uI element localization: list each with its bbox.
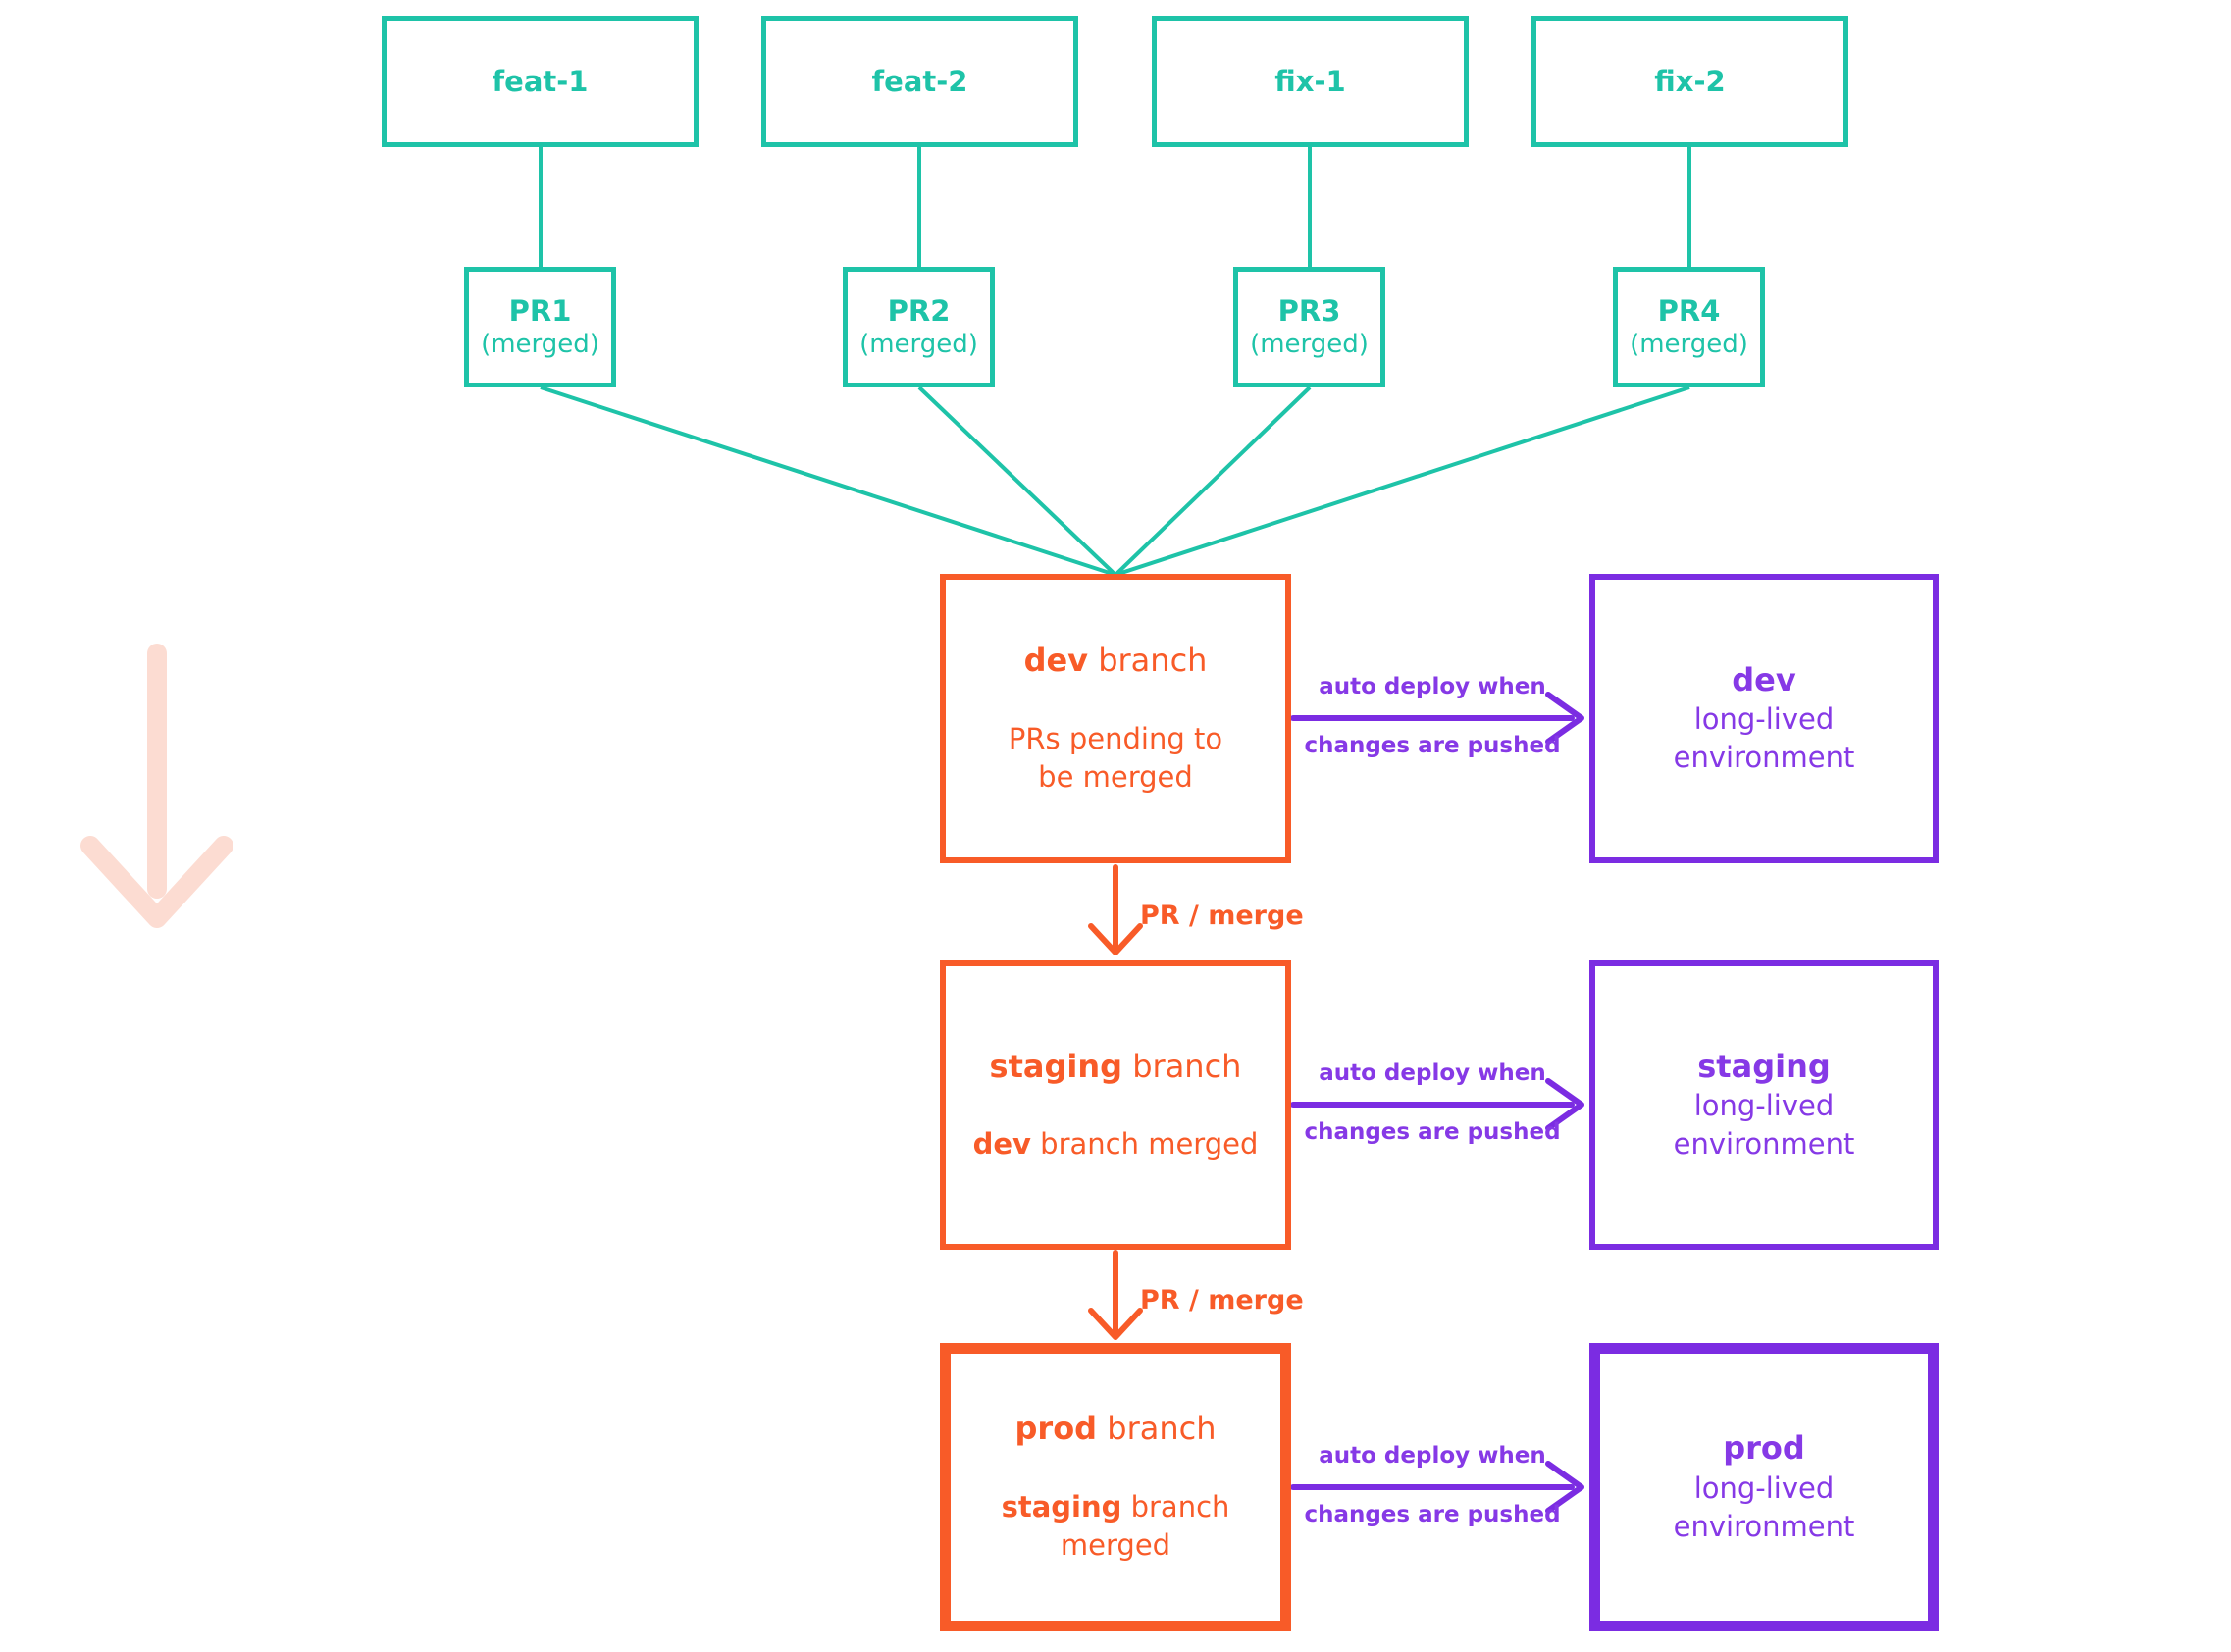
pr-box-pr2: PR2 (merged) <box>843 267 995 387</box>
branch-box-feat-1: feat-1 <box>382 16 699 147</box>
pr-label: PR3 <box>1277 294 1341 329</box>
timeline-down-arrow <box>80 644 233 928</box>
env-box-dev: dev long-lived environment <box>1589 574 1939 863</box>
deploy-label-staging-line2: changes are pushed <box>1304 1119 1561 1145</box>
branch-title: prod branch <box>1014 1410 1217 1448</box>
feature-to-pr-connectors <box>539 147 1691 267</box>
env-box-staging: staging long-lived environment <box>1589 960 1939 1250</box>
branch-box-feat-2: feat-2 <box>761 16 1078 147</box>
env-title: prod <box>1723 1429 1805 1468</box>
branch-box-staging: staging branch dev branch merged <box>940 960 1291 1250</box>
pr-label: PR4 <box>1657 294 1721 329</box>
merge-label-dev-staging: PR / merge <box>1140 901 1304 931</box>
deploy-label-dev-line1: auto deploy when <box>1319 674 1546 699</box>
env-title: staging <box>1697 1047 1831 1085</box>
branch-box-fix-1: fix-1 <box>1152 16 1469 147</box>
pr-status: (merged) <box>859 330 978 360</box>
merge-arrow-staging-prod-head <box>1088 1308 1143 1340</box>
branch-box-prod: prod branch staging branch merged <box>940 1343 1291 1631</box>
branch-label: feat-2 <box>871 65 968 98</box>
connector-pr3-dev <box>1114 386 1312 577</box>
branch-subtitle: dev branch merged <box>972 1127 1259 1162</box>
pr-status: (merged) <box>1630 330 1748 360</box>
pr-status: (merged) <box>481 330 599 360</box>
env-box-prod: prod long-lived environment <box>1589 1343 1939 1631</box>
pr-to-dev-connectors <box>540 386 1690 577</box>
timeline-down-arrow-head <box>80 836 233 928</box>
pr-box-pr3: PR3 (merged) <box>1233 267 1385 387</box>
deploy-label-prod-line1: auto deploy when <box>1319 1443 1546 1469</box>
branch-subtitle: staging branch merged <box>1001 1490 1230 1563</box>
branch-title: dev branch <box>1023 641 1208 679</box>
deploy-arrows <box>1290 692 1584 1514</box>
branch-subtitle: PRs pending to be merged <box>1008 721 1223 794</box>
env-subtitle: long-lived environment <box>1673 702 1855 775</box>
merge-label-staging-prod: PR / merge <box>1140 1285 1304 1316</box>
branch-box-dev: dev branch PRs pending to be merged <box>940 574 1291 863</box>
merge-arrow-dev-staging-head <box>1088 923 1143 955</box>
pr-box-pr1: PR1 (merged) <box>464 267 616 387</box>
deploy-label-prod-line2: changes are pushed <box>1304 1502 1561 1527</box>
branch-box-fix-2: fix-2 <box>1531 16 1848 147</box>
branch-label: feat-1 <box>492 65 589 98</box>
pr-label: PR2 <box>887 294 951 329</box>
env-subtitle: long-lived environment <box>1673 1089 1855 1162</box>
branch-label: fix-1 <box>1274 65 1346 98</box>
deploy-label-dev-line2: changes are pushed <box>1304 733 1561 758</box>
branch-label: fix-2 <box>1654 65 1726 98</box>
connector-pr2-dev <box>917 386 1117 577</box>
pr-label: PR1 <box>508 294 572 329</box>
env-title: dev <box>1732 660 1796 698</box>
connector-pr4-dev <box>1115 386 1690 577</box>
branch-title: staging branch <box>989 1047 1242 1085</box>
deploy-label-staging-line1: auto deploy when <box>1319 1060 1546 1086</box>
pr-status: (merged) <box>1250 330 1369 360</box>
pr-box-pr4: PR4 (merged) <box>1613 267 1765 387</box>
env-subtitle: long-lived environment <box>1673 1471 1855 1543</box>
connector-pr1-dev <box>540 386 1116 577</box>
